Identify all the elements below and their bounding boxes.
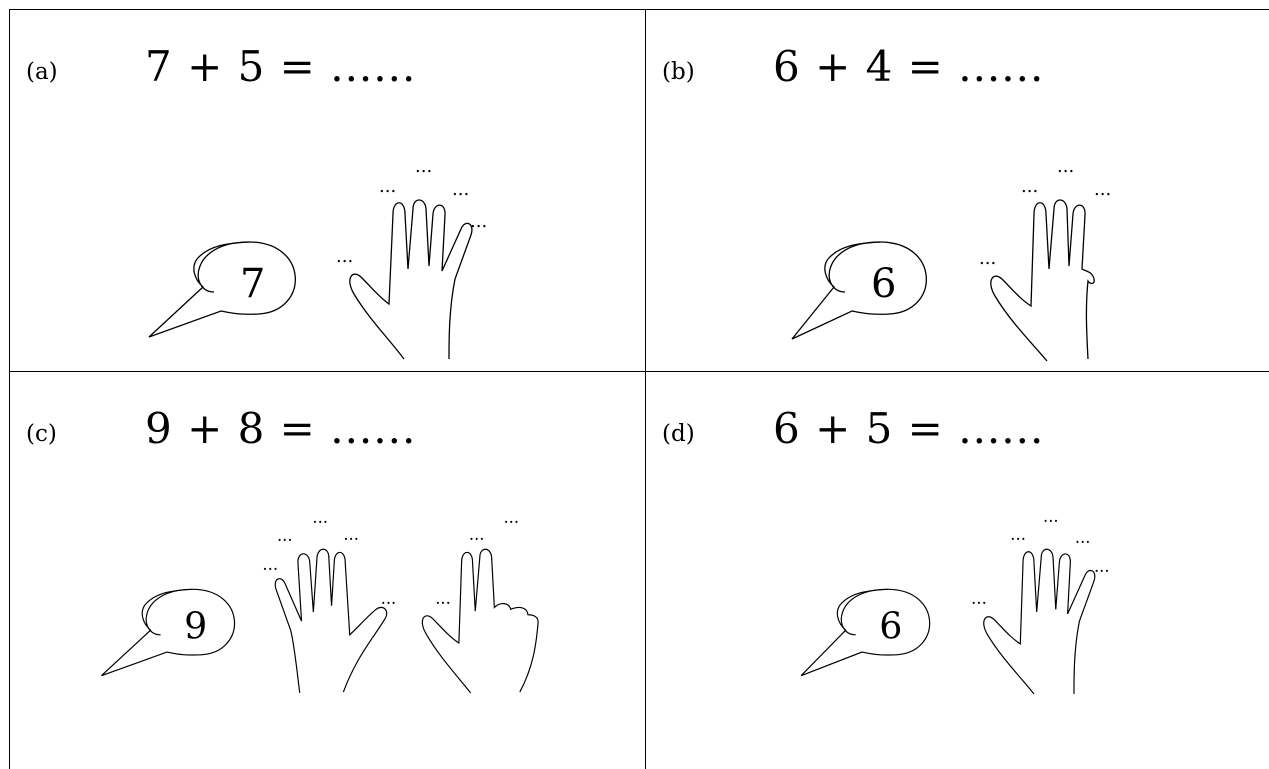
finger-counting-illustration: 9 ... ... ... ... ... ... ... ... — [101, 508, 539, 694]
finger-dots: ... — [415, 156, 432, 177]
finger-dots: ... — [1043, 507, 1059, 526]
hand-icon — [274, 548, 388, 694]
bubble-number: 9 — [184, 604, 207, 647]
equation: 6 + 5 = ...... — [773, 404, 1045, 453]
finger-dots: ... — [1094, 557, 1110, 576]
exercise-label: (b) — [662, 59, 695, 85]
finger-dots: ... — [1075, 528, 1091, 547]
exercise-c: (c) 9 + 8 = ...... 9 ... ... ... ... ...… — [9, 371, 645, 733]
finger-dots: ... — [971, 589, 987, 608]
hand-icon — [983, 548, 1096, 695]
finger-dots: ... — [312, 508, 328, 527]
speech-bubble-icon: 6 — [800, 588, 931, 677]
finger-dots: ... — [1010, 525, 1026, 544]
finger-counting-illustration: 6 ... ... ... ... ... — [800, 507, 1110, 695]
exercise-b: (b) 6 + 4 = ...... 6 ... ... ... ... — [645, 9, 1269, 371]
finger-dots: ... — [470, 211, 487, 232]
finger-dots: ... — [262, 555, 278, 574]
hand-icon — [421, 548, 539, 694]
finger-dots: ... — [452, 179, 469, 200]
finger-dots: ... — [381, 589, 397, 608]
bubble-number: 6 — [871, 261, 896, 307]
exercise-a: (a) 7 + 5 = ...... 7 ... ... ... ... ... — [9, 9, 645, 371]
exercise-label: (a) — [26, 59, 58, 85]
hand-icon — [349, 199, 473, 360]
finger-dots: ... — [1057, 156, 1074, 177]
hand-icon — [990, 199, 1095, 362]
finger-dots: ... — [503, 508, 519, 527]
equation: 6 + 4 = ...... — [773, 42, 1045, 91]
equation: 9 + 8 = ...... — [145, 404, 417, 453]
finger-dots: ... — [379, 176, 396, 197]
finger-dots: ... — [343, 525, 359, 544]
equation: 7 + 5 = ...... — [145, 42, 417, 91]
finger-dots: ... — [277, 526, 293, 545]
bubble-number: 6 — [879, 604, 902, 647]
bubble-number: 7 — [240, 261, 265, 307]
speech-bubble-icon: 7 — [148, 241, 296, 338]
finger-counting-illustration: 7 ... ... ... ... ... — [148, 156, 487, 360]
exercise-d: (d) 6 + 5 = ...... 6 ... ... ... ... ... — [645, 371, 1269, 733]
finger-dots: ... — [979, 248, 996, 269]
exercise-label: (c) — [26, 421, 57, 447]
finger-dots: ... — [435, 589, 451, 608]
finger-dots: ... — [1094, 179, 1111, 200]
exercise-label: (d) — [662, 421, 695, 447]
finger-dots: ... — [469, 525, 485, 544]
speech-bubble-icon: 9 — [101, 588, 236, 677]
column-divider — [645, 9, 646, 769]
finger-dots: ... — [336, 246, 353, 267]
speech-bubble-icon: 6 — [791, 241, 927, 340]
finger-dots: ... — [1021, 176, 1038, 197]
finger-counting-illustration: 6 ... ... ... ... — [791, 156, 1111, 362]
exercise-grid — [9, 9, 1269, 769]
row-divider — [9, 371, 1269, 372]
